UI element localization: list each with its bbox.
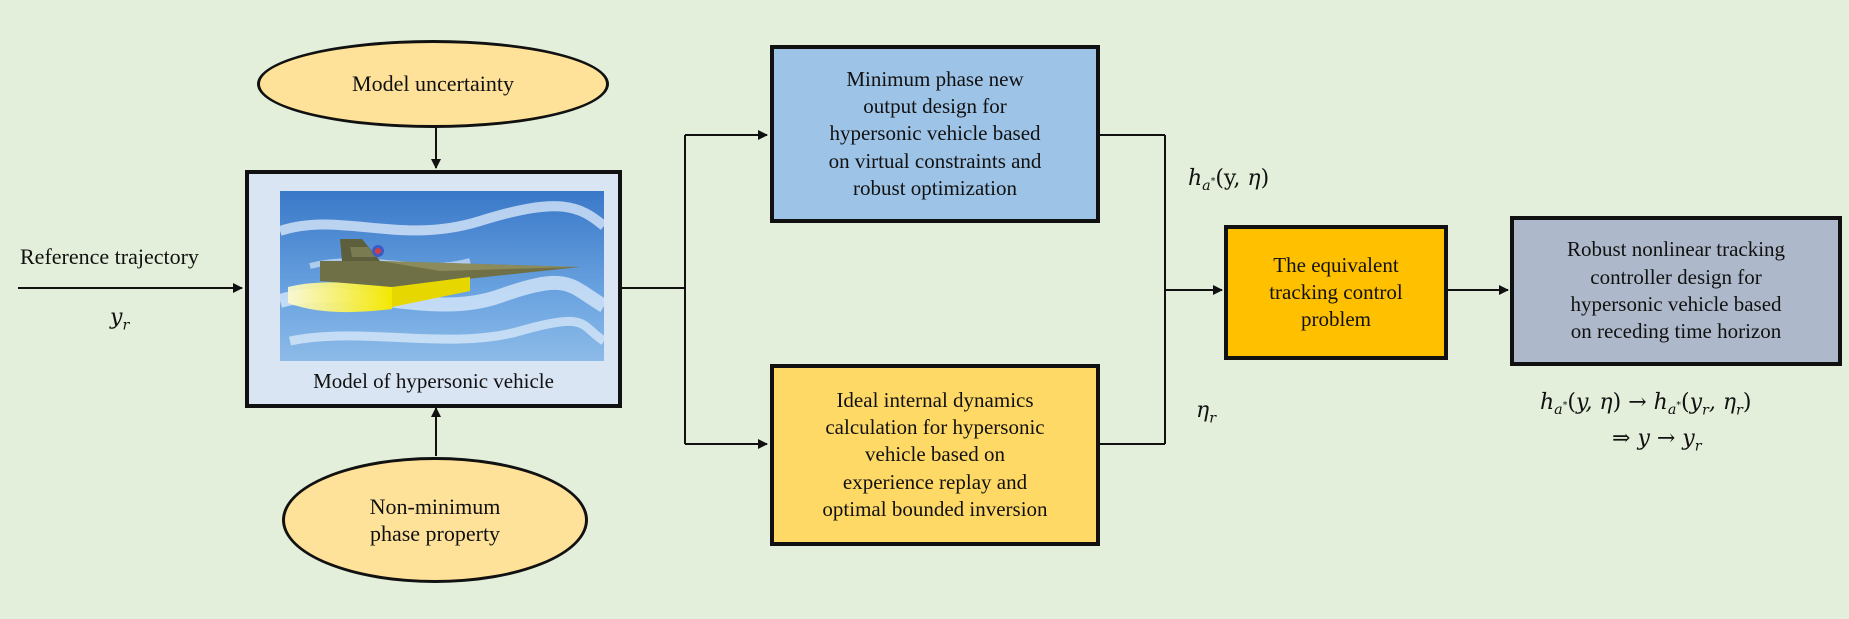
input-label: Reference trajectory (20, 244, 199, 269)
input-symbol: yr (110, 305, 130, 334)
model-caption: Model of hypersonic vehicle (313, 369, 554, 393)
ideal-line: calculation for hypersonic (825, 415, 1045, 440)
minphase-line: on virtual constraints and (828, 148, 1042, 173)
nonmin-phase-ellipse: Non-minimum phase property (282, 457, 588, 583)
robust-line: controller design for (1590, 264, 1762, 289)
h-signal-label: ha*(y, η) (1188, 166, 1270, 195)
minphase-line: Minimum phase new (846, 66, 1024, 91)
nonmin-phase-label-2: phase property (369, 521, 501, 546)
result-formula-1: ha*(y, η) → ha*(yr, ηr) (1540, 390, 1752, 419)
hypersonic-vehicle-image (280, 191, 604, 361)
ideal-line: experience replay and (842, 469, 1028, 494)
ideal-dynamics-box: Ideal internal dynamics calculation for … (770, 364, 1100, 546)
equivalent-line: The equivalent (1273, 252, 1399, 277)
nonmin-phase-label-1: Non-minimum (369, 493, 501, 519)
robust-line: hypersonic vehicle based (1570, 292, 1782, 316)
robust-controller-box: Robust nonlinear tracking controller des… (1510, 216, 1842, 366)
minphase-line: output design for (863, 94, 1007, 119)
model-uncertainty-label: Model uncertainty (352, 71, 514, 97)
ideal-line: Ideal internal dynamics (836, 387, 1034, 412)
result-formula-2: ⇒ y → yr (1612, 426, 1702, 455)
equivalent-problem-box: The equivalent tracking control problem (1224, 225, 1448, 360)
ideal-line: optimal bounded inversion (822, 496, 1048, 521)
robust-line: on receding time horizon (1570, 319, 1782, 344)
robust-line: Robust nonlinear tracking (1566, 237, 1786, 262)
model-uncertainty-ellipse: Model uncertainty (257, 40, 609, 128)
equivalent-line: problem (1301, 307, 1371, 332)
minphase-line: robust optimization (853, 175, 1017, 200)
ideal-line: vehicle based on (865, 442, 1005, 467)
equivalent-line: tracking control (1269, 279, 1403, 304)
minphase-line: hypersonic vehicle based (829, 121, 1041, 146)
minphase-design-box: Minimum phase new output design for hype… (770, 45, 1100, 223)
model-box: Model of hypersonic vehicle (245, 170, 622, 408)
eta-signal-label: ηr (1196, 398, 1217, 427)
